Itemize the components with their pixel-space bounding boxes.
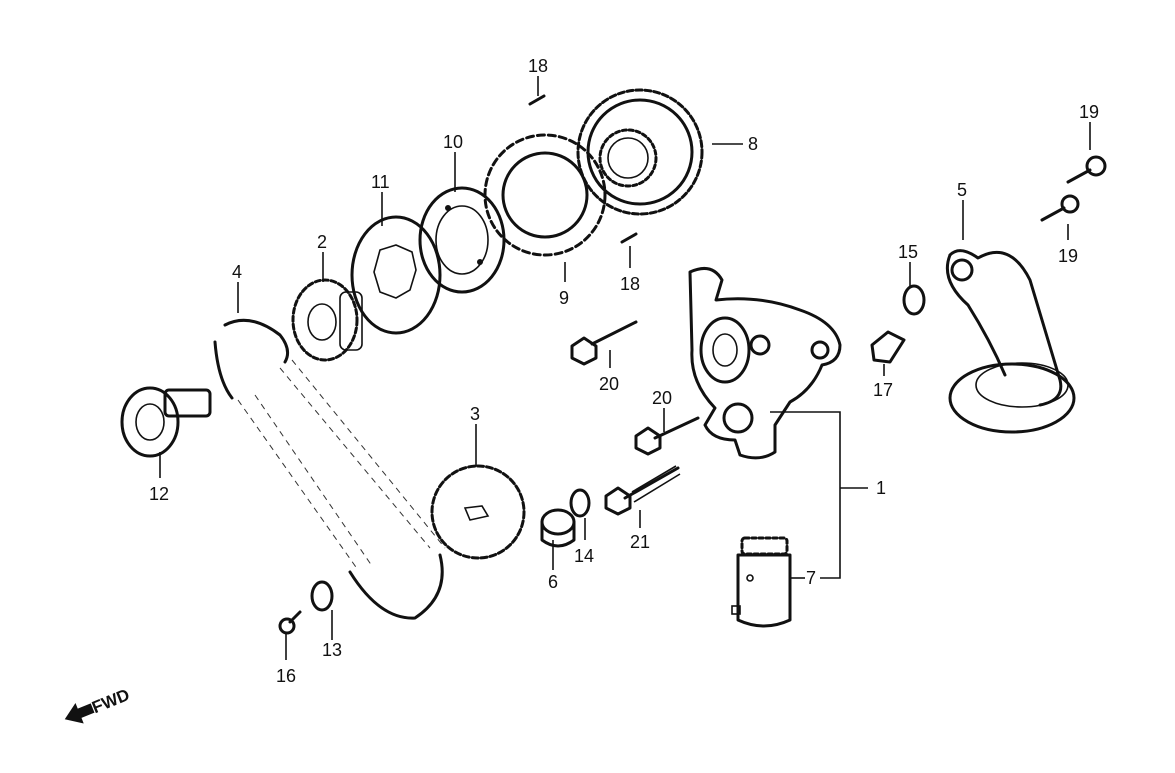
- label-12: 12: [149, 484, 169, 504]
- part-14-o-ring: [569, 488, 591, 518]
- part-19-bolt-upper: [1066, 155, 1107, 184]
- label-19-lower: 19: [1058, 246, 1078, 266]
- part-11-spring-plate: [350, 215, 442, 335]
- part-12-bolt: [120, 386, 212, 458]
- part-20-bolt-lower: [634, 416, 700, 456]
- label-20-upper: 20: [599, 374, 619, 394]
- label-18-lower: 18: [620, 274, 640, 294]
- part-2-drive-sprocket: [291, 278, 363, 362]
- part-13-washer: [310, 580, 334, 612]
- part-5-oil-strainer: [945, 249, 1076, 434]
- label-6: 6: [548, 572, 558, 592]
- label-19-upper: 19: [1079, 102, 1099, 122]
- part-10-plate: [418, 186, 506, 294]
- label-16: 16: [276, 666, 296, 686]
- leader-lines: [159, 76, 1091, 660]
- part-21-bolt: [604, 465, 681, 516]
- label-17: 17: [873, 380, 893, 400]
- label-4: 4: [232, 262, 242, 282]
- label-9: 9: [559, 288, 569, 308]
- part-20-bolt-upper: [570, 320, 638, 366]
- label-14: 14: [574, 546, 594, 566]
- label-5: 5: [957, 180, 967, 200]
- part-17-dowel: [870, 330, 906, 364]
- label-21: 21: [630, 532, 650, 552]
- part-1-oil-pump-body: [688, 266, 842, 460]
- label-2: 2: [317, 232, 327, 252]
- label-10: 10: [443, 132, 463, 152]
- label-20-lower: 20: [652, 388, 672, 408]
- label-13: 13: [322, 640, 342, 660]
- label-11: 11: [371, 172, 390, 192]
- part-18-pin-upper: [528, 94, 546, 106]
- label-7: 7: [806, 568, 816, 588]
- part-19-bolt-lower: [1040, 194, 1080, 222]
- fwd-text: FWD: [89, 685, 132, 717]
- label-15: 15: [898, 242, 918, 262]
- part-6-collar: [540, 508, 576, 548]
- label-8: 8: [748, 134, 758, 154]
- fwd-arrow: FWD: [64, 685, 132, 724]
- label-1: 1: [876, 478, 886, 498]
- part-18-pin-lower: [620, 232, 638, 244]
- label-3: 3: [470, 404, 480, 424]
- fwd-arrow-icon: [64, 703, 95, 724]
- part-4-chain: [213, 318, 446, 620]
- part-8-large-gear: [576, 88, 704, 216]
- part-7-relief-valve: [731, 536, 792, 628]
- part-3-driven-sprocket: [430, 464, 526, 560]
- part-15-o-ring: [902, 284, 926, 316]
- part-16-small-bolt: [278, 610, 302, 635]
- label-18-upper: 18: [528, 56, 548, 76]
